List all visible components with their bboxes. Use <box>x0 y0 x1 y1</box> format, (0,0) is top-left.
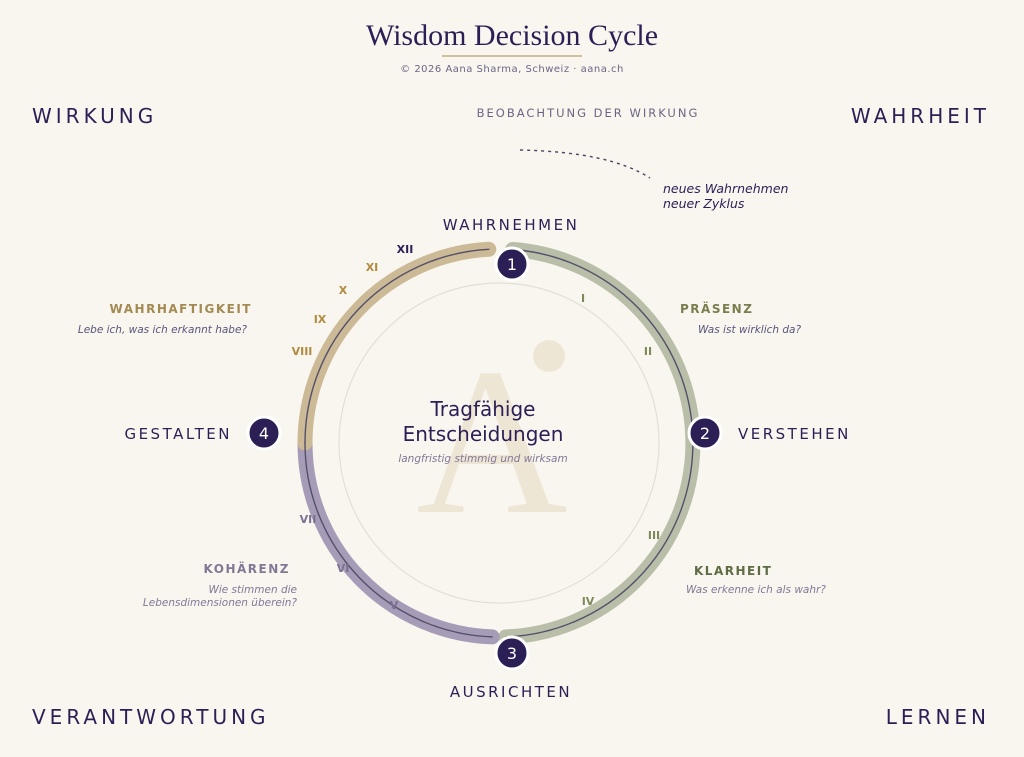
stage-label-ausrichten: AUSRICHTEN <box>450 683 572 701</box>
numeral-10: X <box>339 284 348 297</box>
corner-label-verantwortung: VERANTWORTUNG <box>32 705 270 729</box>
arc-line-green <box>505 248 694 638</box>
stage-number-2: 2 <box>700 424 710 443</box>
stage-node-4: 4 <box>246 415 282 451</box>
numeral-3: III <box>648 529 660 542</box>
numeral-5: V <box>390 599 399 612</box>
corner-label-lernen: LERNEN <box>886 705 990 729</box>
corner-label-wirkung: WIRKUNG <box>32 104 157 128</box>
numeral-11: XI <box>366 261 379 274</box>
watermark-letter: A <box>416 326 568 558</box>
cycle-arcs <box>297 241 701 645</box>
corner-label-wahrheit: WAHRHEIT <box>851 104 990 128</box>
stage-node-2: 2 <box>687 415 723 451</box>
quality-title-klarheit: KLARHEIT <box>694 564 772 578</box>
watermark-dot <box>533 340 565 372</box>
quality-title-wahrhaftigkeit: WAHRHAFTIGKEIT <box>110 302 252 316</box>
new-cycle-dashed-line <box>519 149 651 179</box>
stage-node-3: 3 <box>494 635 530 671</box>
stage-number-3: 3 <box>507 644 517 663</box>
arc-line-purple <box>304 442 493 638</box>
numeral-7: VII <box>300 513 317 526</box>
quality-question-klarheit: Was erkenne ich als wahr? <box>686 584 826 596</box>
numeral-6: VI <box>337 562 350 575</box>
new-cycle-note: neuer Zyklus <box>663 196 745 211</box>
inner-circle <box>338 282 660 604</box>
numeral-12: XII <box>397 243 414 256</box>
page-title: Wisdom Decision Cycle <box>366 19 658 52</box>
stage-label-wahrnehmen: WAHRNEHMEN <box>443 216 580 234</box>
quality-title-kohaerenz: KOHÄRENZ <box>204 561 290 576</box>
quality-question-wahrhaftigkeit: Lebe ich, was ich erkannt habe? <box>78 324 248 336</box>
copyright-line: © 2026 Aana Sharma, Schweiz · aana.ch <box>400 64 624 75</box>
numeral-9: IX <box>314 313 327 326</box>
numeral-1: I <box>581 292 585 305</box>
new-perception-note: neues Wahrnehmen <box>663 181 789 196</box>
stage-number-1: 1 <box>507 255 517 274</box>
numeral-4: IV <box>582 595 595 608</box>
quality-title-praesenz: PRÄSENZ <box>680 301 753 316</box>
center-title-line1: Tragfähige <box>430 397 536 421</box>
quality-question-praesenz: Was ist wirklich da? <box>698 324 801 336</box>
quality-question-kohaerenz-line1: Wie stimmen die <box>208 584 297 596</box>
stage-node-1: 1 <box>494 246 530 282</box>
numeral-2: II <box>644 345 652 358</box>
stage-label-verstehen: VERSTEHEN <box>738 425 851 443</box>
center-subtitle: langfristig stimmig und wirksam <box>398 453 567 465</box>
observation-label: BEOBACHTUNG DER WIRKUNG <box>477 106 700 120</box>
arc-line-gold <box>304 248 490 444</box>
roman-numerals: I II III IV V VI VII VIII IX X XI XII <box>292 243 661 612</box>
stage-number-4: 4 <box>259 424 269 443</box>
numeral-8: VIII <box>292 345 313 358</box>
center-title-line2: Entscheidungen <box>403 422 564 446</box>
quality-question-kohaerenz-line2: Lebensdimensionen überein? <box>143 597 298 609</box>
stage-label-gestalten: GESTALTEN <box>124 425 232 443</box>
watermark-logo: A <box>416 326 568 558</box>
